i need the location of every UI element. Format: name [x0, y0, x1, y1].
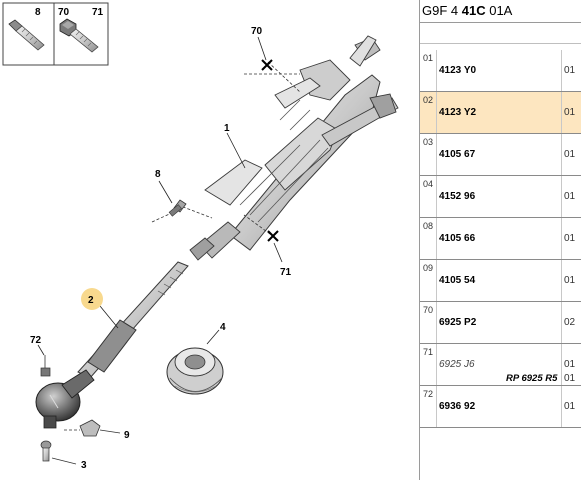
parts-row[interactable]: 09 4105 54 01	[420, 260, 581, 302]
bolt-3-part	[40, 440, 77, 465]
row-divider	[561, 344, 562, 385]
row-quantity: 01	[564, 191, 576, 202]
bolt-72-part	[40, 355, 51, 377]
legend-label-71: 71	[92, 7, 104, 18]
callout-labels: 1 2 3 4 8 9 70 71 72	[30, 26, 292, 471]
callout-8: 8	[155, 169, 161, 180]
header-bold: 41C	[461, 3, 486, 18]
row-reference: 4105 54	[439, 275, 476, 286]
callout-9: 9	[124, 430, 130, 441]
row-divider	[561, 134, 562, 175]
row-index: 02	[423, 95, 434, 105]
clip-9-part	[64, 419, 121, 437]
bolt-70-71-icon	[59, 18, 99, 53]
row-quantity: 02	[564, 317, 576, 328]
row-divider	[561, 386, 562, 427]
leader-lines	[37, 36, 283, 356]
row-divider	[436, 344, 437, 385]
row-quantity: 01	[564, 65, 576, 76]
row-divider	[436, 134, 437, 175]
row-divider	[436, 302, 437, 343]
header-divider	[420, 22, 581, 23]
callout-3: 3	[81, 460, 87, 471]
row-divider	[436, 176, 437, 217]
row-quantity: 01	[564, 401, 576, 412]
row-index: 09	[423, 263, 434, 273]
row-divider	[561, 92, 562, 133]
row-divider	[561, 260, 562, 301]
row-reference: 6925 J6	[439, 359, 475, 370]
legend-label-8: 8	[35, 7, 41, 18]
row-reference: 6925 P2	[439, 317, 477, 328]
header-divider-2	[420, 43, 581, 44]
row-replacement-note: RP 6925 R5	[506, 373, 558, 384]
row-reference: 4123 Y0	[439, 65, 477, 76]
parts-row[interactable]: 01 4123 Y0 01	[420, 50, 581, 92]
fastener-71-marker	[267, 230, 279, 242]
row-divider	[436, 92, 437, 133]
intermediate-shaft	[35, 261, 189, 429]
steering-column-assembly	[151, 35, 399, 261]
boot-4-part	[166, 347, 224, 395]
row-reference: 4152 96	[439, 191, 476, 202]
parts-panel: G9F 4 41C 01A 01 4123 Y0 01 02 4123 Y2 0…	[420, 0, 581, 480]
row-index: 04	[423, 179, 434, 189]
row-index: 71	[423, 347, 434, 357]
parts-row[interactable]: 71 6925 J6 01 RP 6925 R5 01	[420, 344, 581, 386]
row-reference: 6936 92	[439, 401, 476, 412]
parts-row[interactable]: 03 4105 67 01	[420, 134, 581, 176]
row-quantity: 01	[564, 107, 576, 118]
row-divider	[436, 218, 437, 259]
row-index: 70	[423, 305, 434, 315]
row-reference: 4105 67	[439, 149, 476, 160]
bolt-8-part	[168, 199, 187, 217]
panel-header: G9F 4 41C 01A	[420, 0, 581, 22]
callout-2-highlight	[81, 288, 103, 310]
row-index: 72	[423, 389, 434, 399]
callout-72: 72	[30, 335, 42, 346]
row-divider	[561, 176, 562, 217]
parts-row[interactable]: 08 4105 66 01	[420, 218, 581, 260]
callout-4: 4	[220, 322, 226, 333]
header-prefix: G9F 4	[422, 3, 462, 18]
row-index: 01	[423, 53, 434, 63]
legend-boxes: 8 70 71	[2, 2, 109, 66]
fastener-70-marker	[261, 59, 273, 71]
legend-label-70: 70	[58, 7, 70, 18]
parts-row[interactable]: 70 6925 P2 02	[420, 302, 581, 344]
row-quantity: 01	[564, 359, 576, 370]
panel-separator	[419, 0, 420, 480]
exploded-diagram: 8 70 71	[2, 2, 399, 471]
parts-row[interactable]: 04 4152 96 01	[420, 176, 581, 218]
row-divider	[436, 50, 437, 91]
callout-1: 1	[224, 123, 230, 134]
row-reference: 4123 Y2	[439, 107, 477, 118]
callout-71: 71	[280, 267, 292, 278]
row-replacement-quantity: 01	[564, 373, 576, 384]
row-quantity: 01	[564, 275, 576, 286]
row-quantity: 01	[564, 149, 576, 160]
bolt-8-icon	[8, 19, 45, 51]
row-divider	[561, 302, 562, 343]
row-divider	[561, 218, 562, 259]
row-divider	[561, 50, 562, 91]
row-index: 03	[423, 137, 434, 147]
callout-2: 2	[88, 295, 94, 306]
row-index: 08	[423, 221, 434, 231]
parts-row[interactable]: 72 6936 92 01	[420, 386, 581, 428]
callout-70: 70	[251, 26, 263, 37]
row-divider	[436, 386, 437, 427]
row-reference: 4105 66	[439, 233, 476, 244]
header-suffix: 01A	[485, 3, 513, 18]
row-quantity: 01	[564, 233, 576, 244]
parts-row-selected[interactable]: 02 4123 Y2 01	[420, 92, 581, 134]
row-divider	[436, 260, 437, 301]
